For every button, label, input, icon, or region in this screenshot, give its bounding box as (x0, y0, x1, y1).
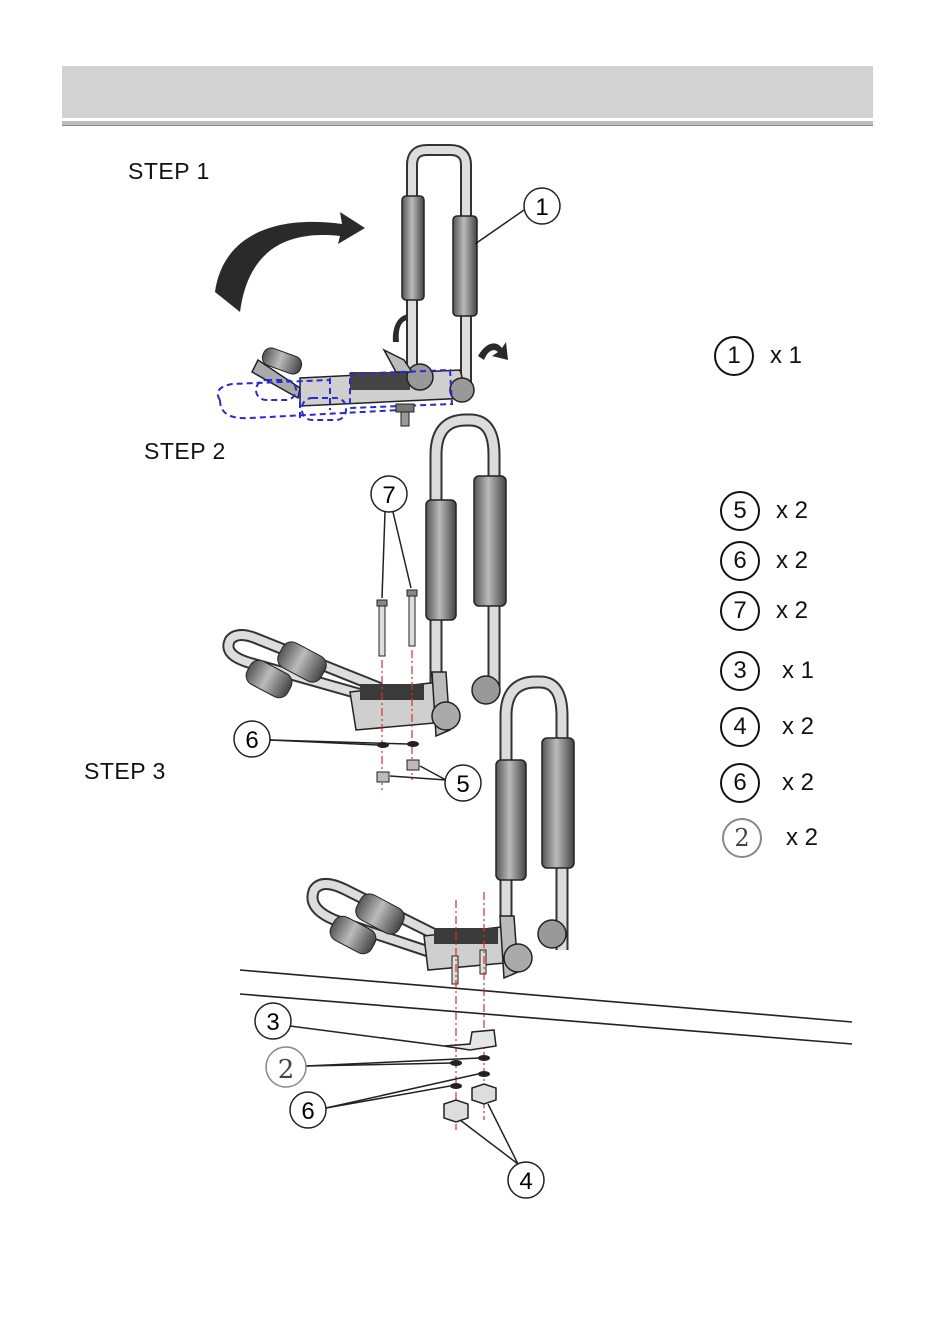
part-row: 5 x 2 (720, 491, 808, 531)
callout-5-text: 5 (456, 771, 469, 798)
foam-pad (453, 216, 477, 316)
part-row: 4 x 2 (720, 707, 814, 747)
part-quantity: x 2 (786, 824, 818, 852)
part-quantity: x 2 (776, 547, 808, 575)
part-row: 2 x 2 (722, 818, 818, 858)
nut-5 (407, 760, 419, 770)
part-number-circle: 6 (720, 763, 760, 803)
rotate-arrow-icon (215, 212, 365, 312)
part-row: 6 x 2 (720, 763, 814, 803)
part-number-circle: 7 (720, 591, 760, 631)
callout-7-text: 7 (382, 482, 395, 509)
part-quantity: x 2 (776, 497, 808, 525)
part-quantity: x 1 (770, 342, 802, 370)
bolt-7 (377, 590, 417, 656)
part-number-circle: 5 (720, 491, 760, 531)
step1-illustration: 1 (215, 150, 560, 426)
part-number-circle: 1 (714, 336, 754, 376)
callout-2-text: 2 (278, 1055, 295, 1085)
nut-4 (444, 1100, 468, 1122)
foam-pad (426, 500, 456, 620)
part-row: 3 x 1 (720, 651, 814, 691)
part-quantity: x 2 (776, 597, 808, 625)
callout-6b-text: 6 (301, 1098, 314, 1125)
part-number-circle: 3 (720, 651, 760, 691)
part-row: 7 x 2 (720, 591, 808, 631)
part-quantity: x 2 (782, 769, 814, 797)
part-number-circle: 4 (720, 707, 760, 747)
foam-pad (474, 476, 506, 606)
nut-5 (377, 772, 389, 782)
crossbar-edge (240, 970, 852, 1022)
washer-6 (407, 741, 419, 747)
callout-1-text: 1 (535, 194, 548, 221)
step3-illustration: 3 2 6 4 (240, 682, 852, 1198)
step2-illustration: 7 6 5 (228, 420, 506, 801)
part-row: 6 x 2 (720, 541, 808, 581)
small-arrow-icon (478, 342, 508, 360)
foam-pad (402, 196, 424, 300)
callout-3-text: 3 (266, 1009, 279, 1036)
crossbar-edge (240, 994, 852, 1044)
part-quantity: x 2 (782, 713, 814, 741)
part-quantity: x 1 (782, 657, 814, 685)
callout-4-text: 4 (519, 1168, 532, 1195)
foam-pad (496, 760, 526, 880)
part-number-circle: 6 (720, 541, 760, 581)
callout-6a-text: 6 (245, 727, 258, 754)
nut-4 (472, 1084, 496, 1104)
foam-pad (542, 738, 574, 868)
part-number-circle: 2 (722, 818, 762, 858)
mounting-plate-3 (444, 1030, 496, 1050)
part-row: 1 x 1 (714, 336, 802, 376)
